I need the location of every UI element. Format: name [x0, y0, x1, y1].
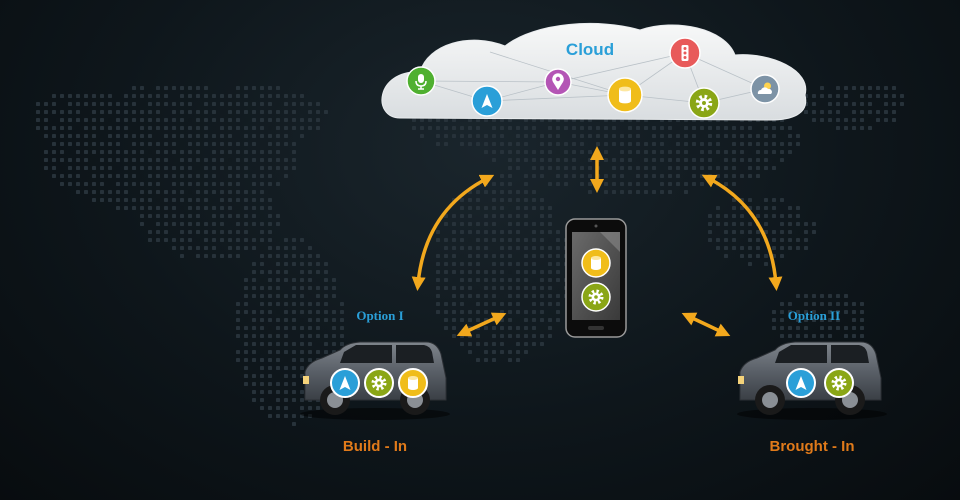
arrow-cloud-option2	[701, 174, 783, 291]
gear-icon	[688, 87, 720, 119]
cloud-shape	[381, 22, 807, 121]
location-pin-icon	[544, 68, 572, 96]
cloud-title: Cloud	[565, 40, 615, 59]
microphone-icon	[406, 66, 436, 96]
arrow-phone-option2	[681, 312, 731, 337]
phone-gear-icon	[581, 282, 611, 312]
car1-navigation-icon	[330, 368, 360, 398]
car2-navigation-icon	[786, 368, 816, 398]
phone-database-icon	[581, 248, 611, 278]
arrow-cloud-option1	[411, 174, 495, 291]
car1-gear-icon	[364, 368, 394, 398]
car2-gear-icon	[824, 368, 854, 398]
navigation-icon	[471, 85, 503, 117]
smartphone	[565, 218, 627, 338]
option2-caption: Brought - In	[769, 438, 855, 455]
database-icon	[607, 77, 643, 113]
car1-database-icon	[398, 368, 428, 398]
arrow-phone-option1	[456, 312, 507, 337]
weather-icon	[750, 74, 780, 104]
option2-label: Option II	[787, 308, 841, 323]
option1-caption: Build - In	[342, 438, 408, 455]
traffic-light-icon	[669, 37, 701, 69]
option1-label: Option I	[356, 308, 404, 323]
